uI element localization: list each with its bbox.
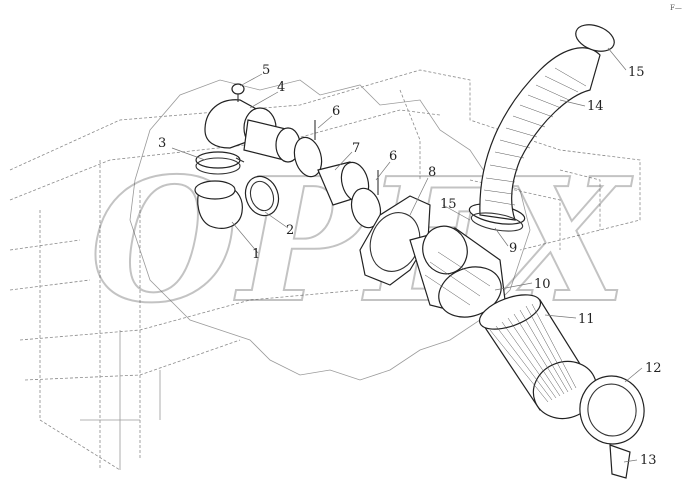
chassis-frame — [9, 69, 641, 471]
callout-11: 11 — [578, 312, 595, 327]
callout-6-lower: 6 — [389, 149, 397, 164]
callout-5: 5 — [262, 63, 270, 78]
leader-lines — [171, 47, 643, 463]
callout-2: 2 — [286, 223, 294, 238]
callout-10: 10 — [534, 277, 551, 292]
callout-9: 9 — [509, 241, 517, 256]
part-5-connector — [231, 83, 245, 102]
part-7-sleeve — [317, 161, 370, 206]
callout-4: 4 — [277, 80, 285, 95]
callout-6-upper: 6 — [332, 104, 340, 119]
callout-13: 13 — [640, 453, 657, 468]
part-12-end-cap — [579, 375, 645, 445]
callout-7: 7 — [352, 141, 360, 156]
callout-1: 1 — [252, 247, 260, 262]
part-10-housing — [409, 225, 506, 318]
callout-8: 8 — [428, 165, 436, 180]
part-1-elbow — [194, 180, 243, 229]
callout-15-top: 15 — [628, 65, 645, 80]
part-14-corrugated-hose — [479, 47, 601, 221]
callout-15-middle: 15 — [440, 197, 457, 212]
part-11-filter — [478, 294, 598, 420]
part-15-clamp-top — [575, 24, 615, 52]
callout-12: 12 — [645, 361, 662, 376]
part-6-clamp-lower — [350, 170, 382, 229]
callout-labels: 1 2 3 4 5 6 6 7 8 9 10 11 12 13 14 15 15 — [158, 63, 662, 468]
part-15-clamp-middle — [470, 212, 524, 232]
part-13-drain-valve — [609, 444, 631, 479]
part-3-clamp — [195, 151, 245, 175]
part-6-clamp-upper — [293, 120, 323, 178]
callout-14: 14 — [587, 99, 604, 114]
corner-mark: F— — [670, 4, 682, 12]
callout-3: 3 — [158, 136, 166, 151]
